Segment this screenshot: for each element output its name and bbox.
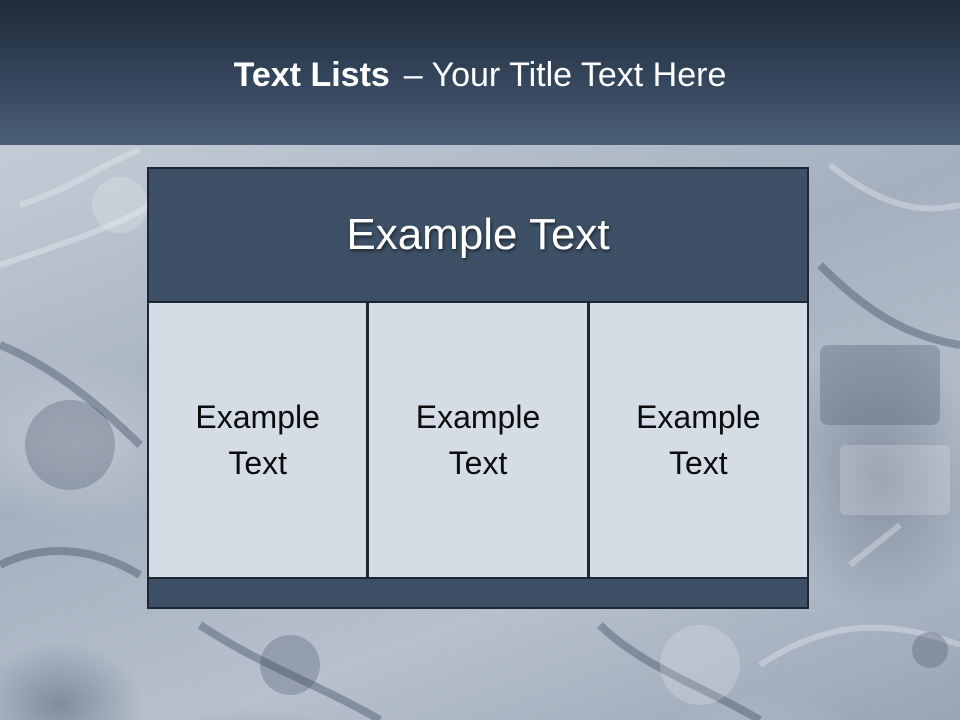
- table-cell-2: Example Text: [366, 303, 587, 577]
- cell-text-3: Example Text: [636, 399, 761, 481]
- text-list-table: Example Text Example Text Example Text E…: [147, 167, 809, 609]
- table-cell-3: Example Text: [586, 303, 807, 577]
- table-header-text: Example Text: [346, 210, 610, 259]
- cell-text-1: Example Text: [195, 399, 320, 481]
- title-rest: – Your Title Text Here: [403, 56, 727, 94]
- cell-text-2: Example Text: [415, 399, 541, 481]
- title-band: Text Lists – Your Title Text Here: [0, 0, 960, 145]
- table-cells: Example Text Example Text Example Text: [149, 303, 807, 579]
- table-footer-bar: [149, 579, 807, 607]
- slide-title: Text Lists – Your Title Text Here: [0, 52, 960, 98]
- table-cell-1: Example Text: [149, 303, 367, 577]
- table-header: Example Text: [149, 169, 807, 303]
- title-bold: Text Lists: [233, 56, 390, 94]
